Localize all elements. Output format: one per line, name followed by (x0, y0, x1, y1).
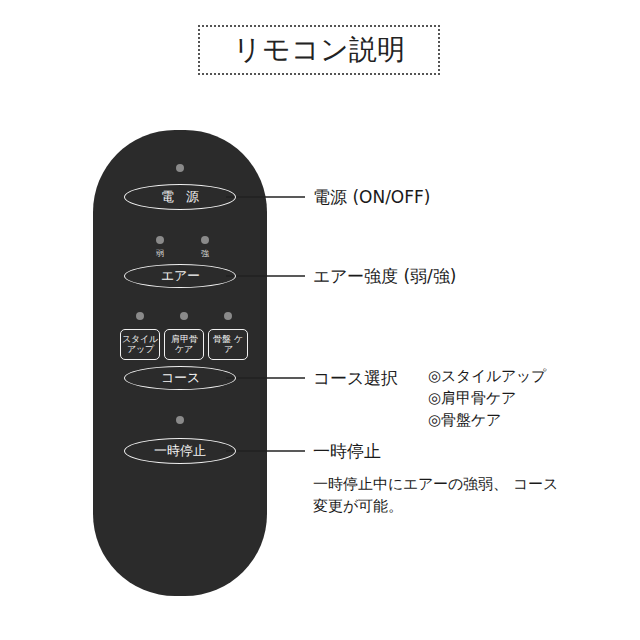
button-label: 骨盤 ケア (210, 335, 246, 355)
pause-button: 一時停止 (124, 438, 236, 464)
title-box: リモコン説明 (198, 25, 440, 75)
button-label: 電源 (161, 188, 210, 206)
note-text: 一時停止中にエアーの強弱、 コース変更が可能。 (313, 474, 563, 518)
strength-mark: 強 (201, 248, 209, 259)
callout-label: 電源 (ON/OFF) (313, 186, 430, 209)
button-label: エアー (161, 267, 200, 285)
indicator-leds (136, 164, 232, 424)
course-item: ◎肩甲骨ケア (428, 389, 516, 408)
button-label: コース (161, 369, 200, 387)
course-button: スタイル アップ (120, 329, 160, 360)
button-label: リモコン説明 (233, 31, 405, 69)
leader-lines (226, 197, 305, 451)
callout-label: 一時停止 (313, 440, 381, 463)
strength-mark: 弱 (156, 248, 164, 259)
button-label: スタイル アップ (122, 335, 158, 355)
button-label: 肩甲骨 ケア (166, 335, 202, 355)
power-button: 電源 (124, 184, 236, 210)
callout-label: コース選択 (313, 367, 398, 390)
course-item: ◎骨盤ケア (428, 411, 501, 430)
button-label: 一時停止 (154, 442, 206, 460)
air-button: エアー (124, 264, 236, 288)
course-button: 肩甲骨 ケア (164, 329, 204, 360)
course-button: コース (124, 366, 236, 390)
callout-label: エアー強度 (弱/強) (313, 265, 456, 288)
course-item: ◎スタイルアップ (428, 367, 546, 386)
remote-body (93, 130, 267, 596)
course-button: 骨盤 ケア (208, 329, 248, 360)
